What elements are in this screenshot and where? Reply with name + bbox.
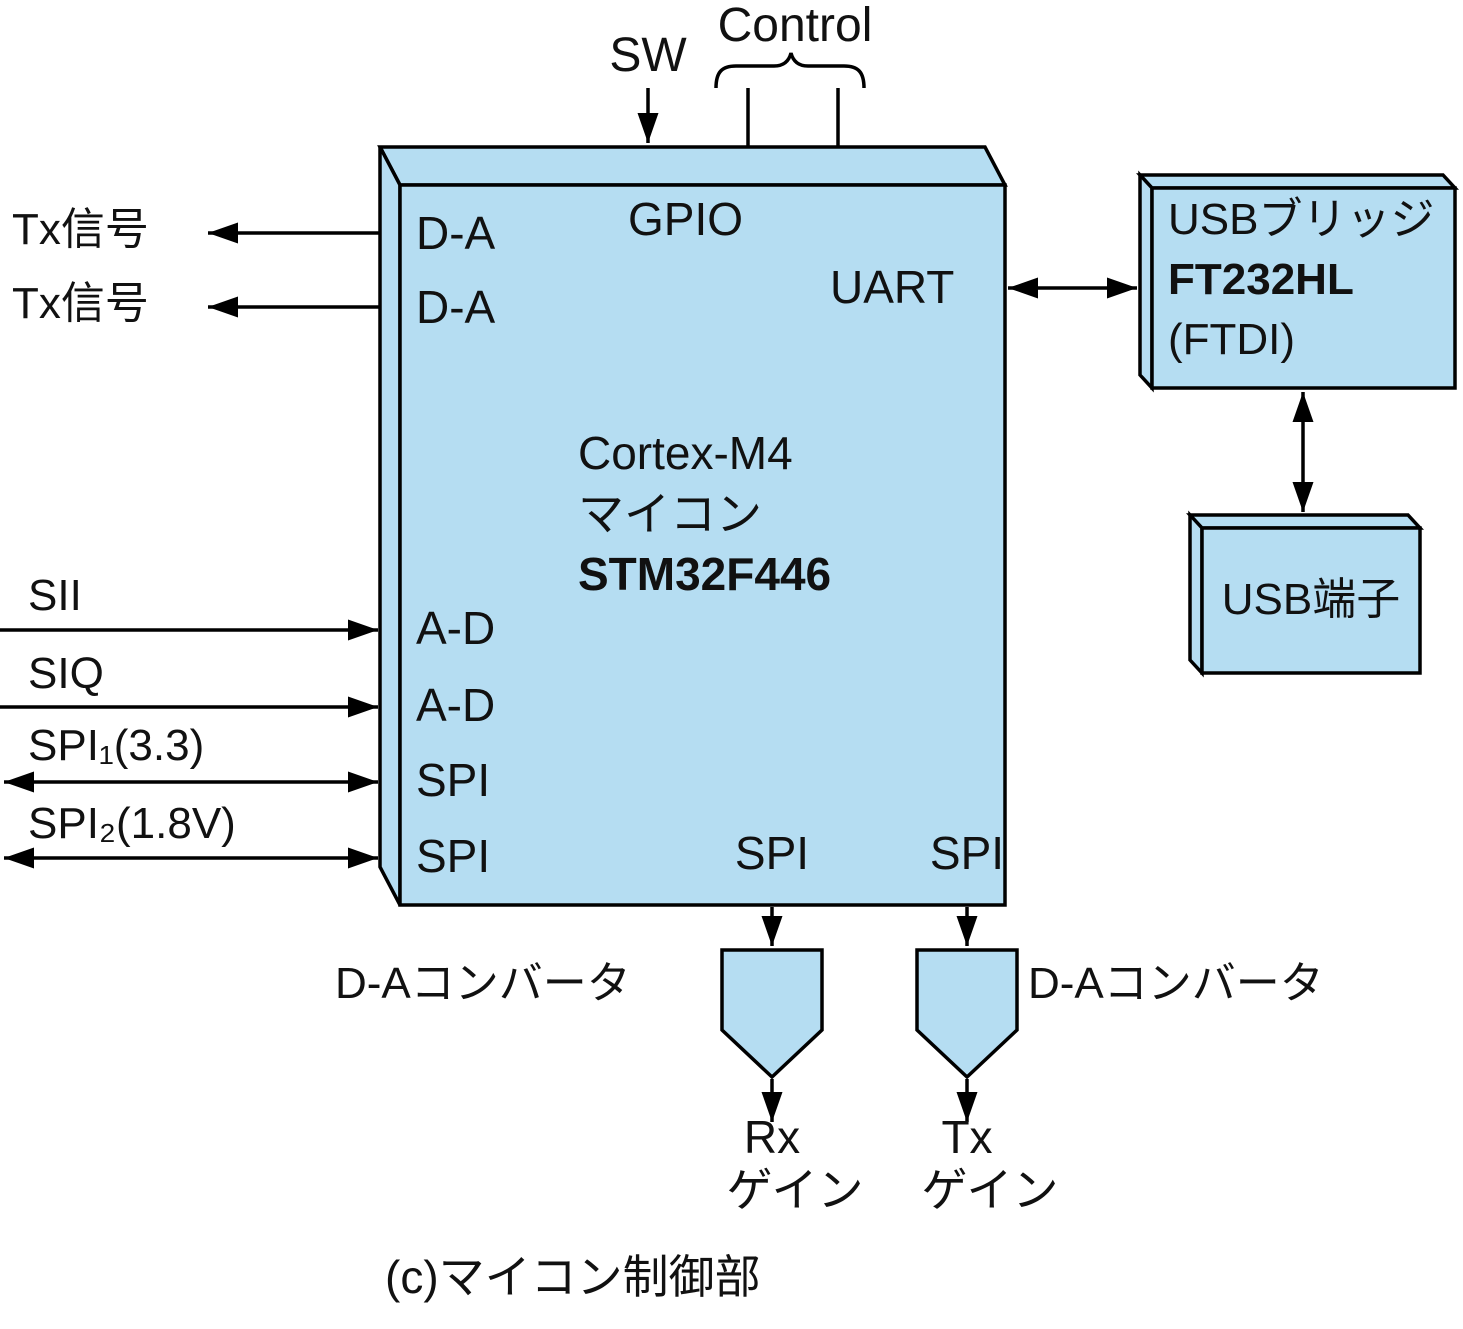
- usb-connector-box: [1186, 510, 1424, 678]
- mcu-port-ad-2: A-D: [416, 679, 496, 731]
- diagram-caption: (c)マイコン制御部: [385, 1251, 761, 1303]
- usb-bridge-line-3: (FTDI): [1168, 315, 1296, 364]
- spi2-label: SPI₂(1.8V): [28, 799, 236, 848]
- mcu-box-left-face: [378, 146, 402, 906]
- usb-bridge-left-face: [1138, 170, 1154, 393]
- tx-signal-label-1: Tx信号: [12, 205, 149, 254]
- dac-right-shape: [915, 948, 1019, 1080]
- control-brace: [714, 52, 866, 89]
- usb-bridge-box: [1136, 170, 1459, 393]
- tx-signal-label-2: Tx信号: [12, 279, 149, 328]
- usb-bridge-top-face: [1136, 173, 1459, 190]
- siq-label: SIQ: [28, 649, 104, 698]
- mcu-name-line-1: Cortex-M4: [578, 427, 793, 479]
- rx-gain-label: Rx: [743, 1111, 801, 1163]
- mcu-port-ad-1: A-D: [416, 602, 496, 654]
- sw-label: SW: [609, 29, 687, 82]
- control-label: Control: [717, 0, 873, 52]
- mcu-port-uart: UART: [830, 261, 955, 313]
- usb-connector-front-face: [1200, 526, 1422, 675]
- dac-left-shape: [720, 948, 824, 1080]
- tx-gain-label: Tx: [941, 1111, 993, 1163]
- mcu-box: [377, 145, 1008, 907]
- mcu-port-da-1: D-A: [416, 207, 496, 259]
- usb-bridge-front-face: [1150, 186, 1457, 390]
- mcu-box-top-face: [377, 145, 1008, 187]
- dac-label-right: D-Aコンバータ: [1028, 959, 1324, 1008]
- usb-connector-left-face: [1188, 510, 1204, 678]
- mcu-name-line-3: STM32F446: [578, 548, 832, 600]
- tx-gain-sub-label: ゲイン: [921, 1164, 1059, 1216]
- mcu-name-line-2: マイコン: [578, 488, 762, 540]
- usb-bridge-line-2: FT232HL: [1168, 255, 1354, 304]
- mcu-port-spi-left-1: SPI: [416, 754, 491, 806]
- mcu-port-da-2: D-A: [416, 281, 496, 333]
- dac-label-left: D-Aコンバータ: [335, 959, 631, 1008]
- mcu-port-gpio: GPIO: [628, 193, 744, 245]
- usb-connector-top-face: [1186, 513, 1424, 530]
- mcu-port-spi-bottom-1: SPI: [734, 827, 810, 879]
- usb-connector-label: USB端子: [1221, 575, 1401, 624]
- mcu-port-spi-bottom-2: SPI: [929, 827, 1005, 879]
- mcu-port-spi-left-2: SPI: [416, 830, 491, 882]
- spi1-label: SPI₁(3.3): [28, 721, 205, 770]
- usb-bridge-line-1: USBブリッジ: [1168, 195, 1435, 244]
- rx-gain-sub-label: ゲイン: [726, 1164, 864, 1216]
- mcu-box-front-face: [398, 183, 1007, 907]
- sii-label: SII: [28, 571, 82, 620]
